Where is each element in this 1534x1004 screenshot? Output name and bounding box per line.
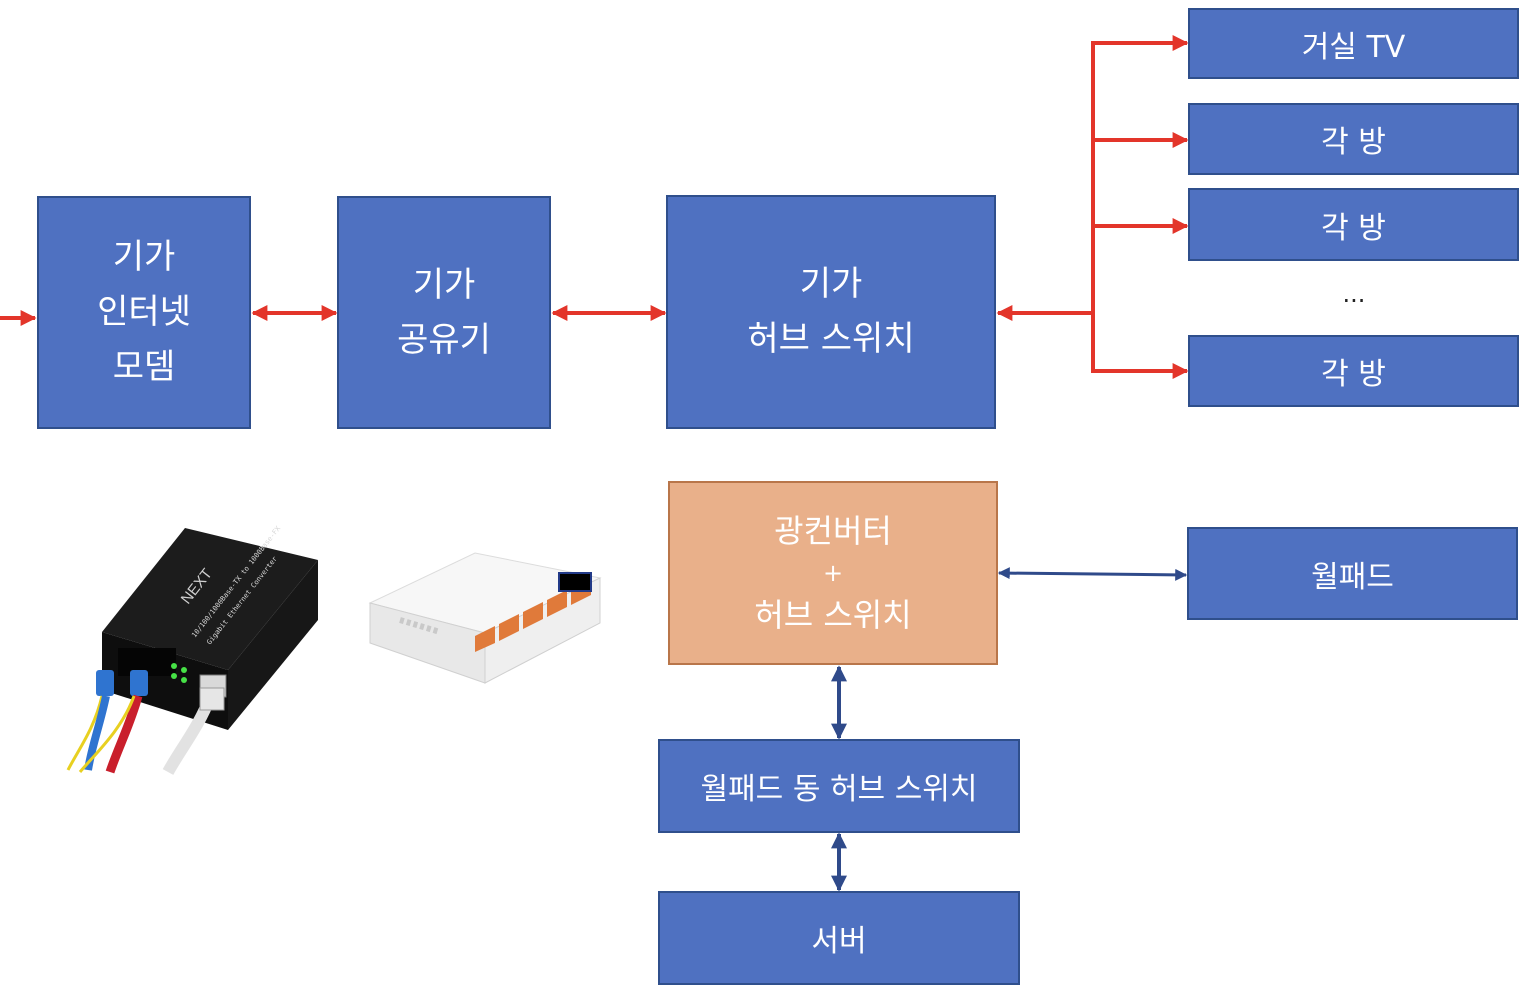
modem-box: 기가 인터넷 모뎀 [37, 196, 251, 429]
room-box-tv: 거실 TV [1188, 8, 1519, 79]
converter-line2: + [822, 559, 844, 587]
hub-line2: 허브 스위치 [747, 319, 915, 359]
room-label: 각 방 [1321, 125, 1386, 160]
more-rooms-ellipsis: ... [1342, 280, 1366, 308]
wallpad-label: 월패드 [1311, 559, 1394, 595]
router-line2: 공유기 [397, 319, 491, 360]
room-label: 거실 TV [1301, 29, 1406, 65]
wallpad-box: 월패드 [1187, 527, 1518, 620]
room-label: 각 방 [1321, 210, 1386, 246]
wallpad-hub-box: 월패드 동 허브 스위치 [658, 739, 1020, 833]
hub-line1: 기가 [799, 264, 863, 304]
server-label: 서버 [811, 924, 867, 959]
room-box-1: 각 방 [1188, 103, 1519, 175]
modem-line1: 기가 [112, 237, 176, 277]
hub-switch-box: 기가 허브 스위치 [666, 195, 996, 429]
room-label: 각 방 [1321, 357, 1386, 392]
wallpad-hub-label: 월패드 동 허브 스위치 [700, 772, 978, 807]
converter-line1: 광컨버터 [774, 512, 892, 550]
switching-hub-photo [368, 552, 602, 684]
server-box: 서버 [658, 891, 1020, 985]
converter-box: 광컨버터 + 허브 스위치 [668, 481, 998, 665]
modem-line2: 인터넷 [97, 292, 191, 332]
room-box-3: 각 방 [1188, 335, 1519, 407]
room-box-2: 각 방 [1188, 188, 1519, 261]
router-box: 기가 공유기 [337, 196, 551, 429]
router-line1: 기가 [412, 264, 476, 305]
media-converter-photo: NEXT 10/100/1000Base-TX to 1000Base-FX G… [66, 524, 318, 775]
arrow-converter-wallpad [997, 567, 1188, 581]
modem-line3: 모뎀 [112, 347, 176, 387]
converter-line3: 허브 스위치 [754, 596, 912, 634]
